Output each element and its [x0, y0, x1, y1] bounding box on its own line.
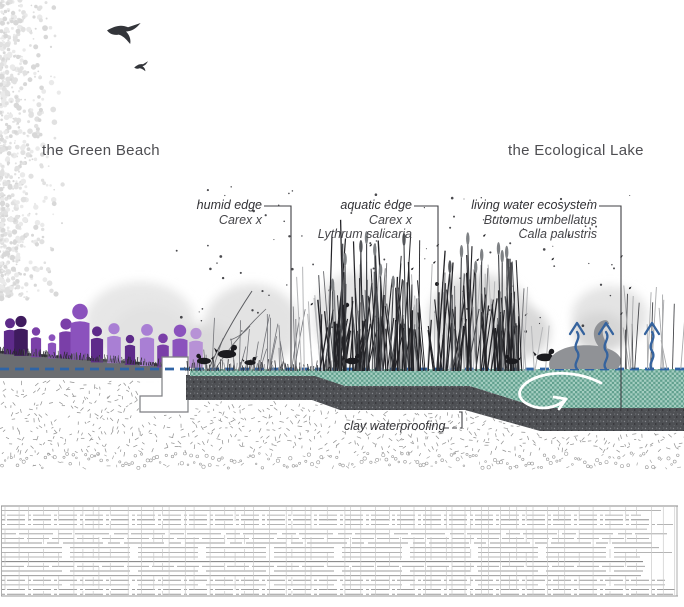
tree-foliage [0, 0, 65, 302]
lake-edge-reeds [622, 285, 684, 370]
annotation-aquatic-edge: aquatic edge Carex x Lythrum salicaria [318, 198, 412, 242]
clay-waterproofing-label: clay waterproofing [344, 419, 446, 433]
clay-layer [186, 375, 684, 431]
aquatic-edge-reeds [296, 219, 550, 372]
annotation-species: Carex x [368, 212, 412, 227]
annotation-species: Butomus umbellatus [483, 212, 597, 227]
humid-edge-grass [184, 290, 334, 372]
swan-icon [549, 320, 621, 369]
evaporation-arrows-icon [568, 321, 661, 371]
leader-lines [264, 205, 622, 429]
zone-title-ecological-lake: the Ecological Lake [508, 142, 644, 159]
duck-icons [196, 344, 555, 366]
subgrade-hatch [1, 505, 678, 597]
soil-stipple [0, 379, 684, 457]
annotation-species: Lythrum salicaria [317, 227, 412, 241]
annotation-species: Calla palustris [518, 227, 597, 241]
annotation-living-water-ecosystem: living water ecosystem Butomus umbellatu… [471, 198, 597, 242]
zone-title-green-beach: the Green Beach [42, 142, 160, 159]
structure-outline [139, 356, 189, 413]
gravel-band [0, 451, 681, 470]
annotation-title: living water ecosystem [471, 198, 597, 212]
annotation-title: humid edge [196, 198, 262, 212]
flying-birds-icon [107, 23, 148, 72]
annotation-species: Carex x [218, 212, 262, 227]
annotation-title: aquatic edge [340, 198, 412, 212]
annotation-humid-edge: humid edge Carex x [197, 198, 262, 227]
circulation-arrow-icon [518, 371, 603, 411]
